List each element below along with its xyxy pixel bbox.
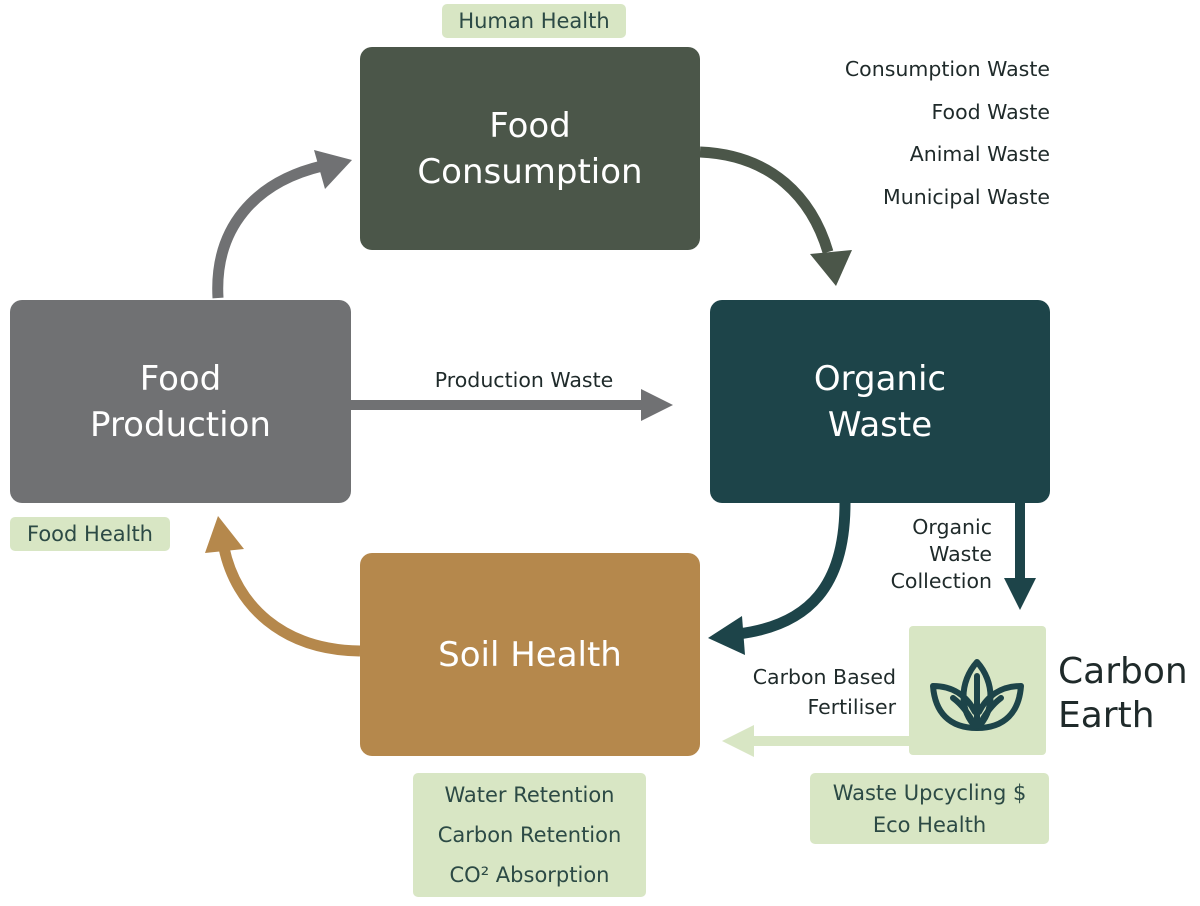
upcycling-line-2: Eco Health	[872, 812, 987, 837]
arrowhead-production-to-consumption	[314, 150, 352, 189]
waste-collection-line-2: Waste	[929, 542, 992, 566]
soil-benefit-co2: CO² Absorption	[449, 863, 610, 887]
organic-waste-line-2: Waste	[827, 404, 933, 445]
food-consumption-line-2: Consumption	[417, 151, 643, 192]
food-health-label: Food Health	[27, 522, 153, 546]
production-waste-text: Production Waste	[434, 368, 614, 392]
waste-type-food: Food Waste	[931, 99, 1050, 124]
waste-types-list: Consumption Waste Food Waste Animal Wast…	[790, 48, 1050, 218]
leaf-logo-icon	[930, 659, 1024, 731]
arrow-soil-to-production	[218, 546, 361, 657]
soil-benefits-tag: Water Retention Carbon Retention CO² Abs…	[413, 773, 646, 897]
brand-name-line-2: Earth	[1058, 695, 1155, 736]
human-health-label: Human Health	[458, 9, 610, 33]
waste-collection-line-1: Organic	[912, 515, 992, 539]
fertiliser-label: Carbon Based Fertiliser	[716, 662, 896, 722]
organic-waste-node: Organic Waste	[710, 300, 1050, 503]
brand-name-line-1: Carbon	[1058, 651, 1188, 692]
food-production-node: Food Production	[10, 300, 351, 503]
organic-waste-line-1: Organic	[813, 358, 947, 399]
waste-type-animal: Animal Waste	[909, 142, 1050, 166]
waste-type-municipal: Municipal Waste	[883, 184, 1050, 209]
fertiliser-line-2: Fertiliser	[807, 695, 896, 719]
soil-benefit-water: Water Retention	[444, 783, 615, 807]
waste-type-consumption: Consumption Waste	[844, 57, 1050, 81]
food-production-line-2: Production	[90, 404, 271, 445]
arrow-consumption-to-organic	[699, 146, 834, 254]
arrow-organic-to-soil	[737, 502, 851, 640]
arrow-production-to-consumption	[212, 160, 324, 299]
upcycling-tag: Waste Upcycling $ Eco Health	[810, 773, 1049, 844]
arrowhead-soil-to-production	[205, 516, 244, 553]
fertiliser-line-1: Carbon Based	[752, 665, 896, 689]
carbon-earth-logo-tile	[909, 626, 1046, 755]
soil-health-label: Soil Health	[438, 634, 622, 675]
upcycling-line-1: Waste Upcycling $	[832, 780, 1027, 805]
arrowhead-production-waste	[641, 389, 673, 421]
arrowhead-waste-collection	[1004, 578, 1036, 610]
human-health-tag: Human Health	[442, 4, 626, 38]
arrowhead-consumption-to-organic	[810, 250, 852, 286]
food-consumption-node: Food Consumption	[360, 47, 700, 250]
carbon-earth-brand: Carbon Earth	[1058, 650, 1198, 738]
food-health-tag: Food Health	[10, 517, 170, 551]
waste-collection-label: Organic Waste Collection	[860, 514, 992, 595]
soil-benefit-carbon: Carbon Retention	[437, 823, 622, 847]
soil-health-node: Soil Health	[360, 553, 700, 756]
arrowhead-organic-to-soil	[708, 616, 745, 655]
food-production-line-1: Food	[139, 358, 222, 399]
arrowhead-fertiliser	[722, 725, 754, 757]
production-waste-label: Production Waste	[380, 368, 668, 392]
waste-collection-line-3: Collection	[890, 569, 992, 593]
food-consumption-line-1: Food	[489, 105, 571, 146]
